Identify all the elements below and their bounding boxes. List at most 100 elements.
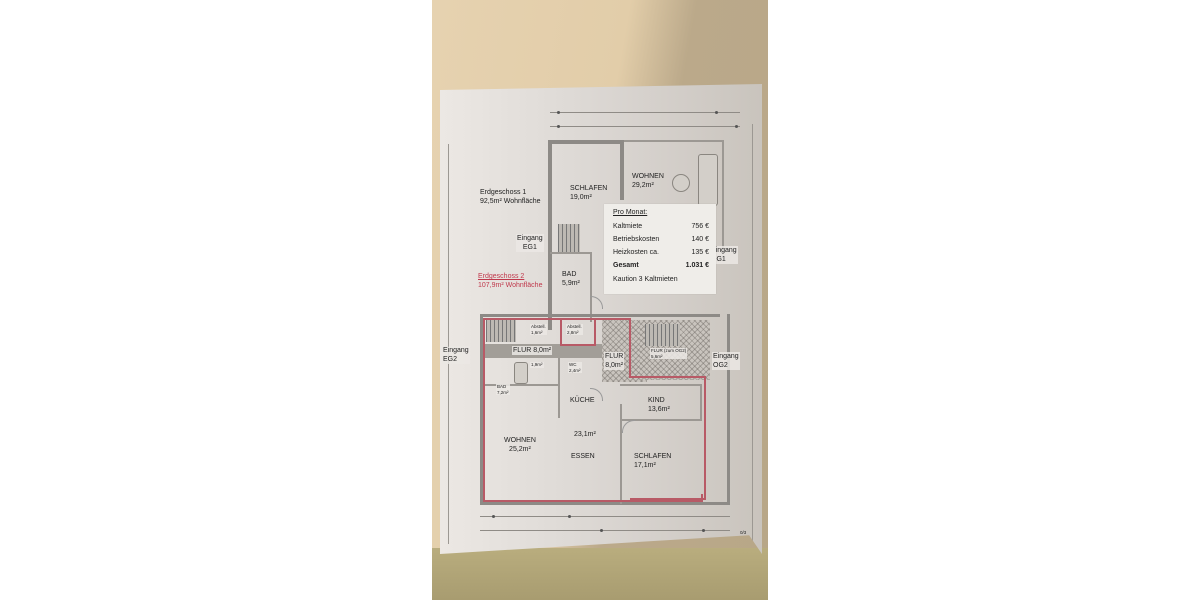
wall <box>624 140 724 142</box>
room-schlafen-lower: SCHLAFEN 17,1m² <box>634 452 671 470</box>
room-wohnen-lower: WOHNEN 25,2m² <box>504 436 536 454</box>
eg2-outline <box>596 318 631 378</box>
entrance-eg1-line2: EG1 <box>522 244 537 251</box>
table-fixture <box>672 174 690 192</box>
pricing-row-betriebskosten: Betriebskosten 140 € <box>613 236 709 243</box>
room-area: 5,6m² <box>651 353 663 359</box>
entrance-og2-label: Eingang OG2 <box>712 352 740 370</box>
room-area: 25,2m² <box>509 446 531 453</box>
door-arc <box>590 296 603 309</box>
room-name: BAD <box>562 271 577 278</box>
floor-plan-paper: Erdgeschoss 1 92,5m² Wohnfläche Erdgesch… <box>440 84 762 554</box>
pricing-value: 135 € <box>691 249 709 256</box>
room-kueche: KÜCHE <box>570 396 595 405</box>
room-flur-2: FLUR 8,0m² <box>604 352 625 370</box>
floor-eg1-label: Erdgeschoss 1 92,5m² Wohnfläche <box>480 188 541 206</box>
room-name: FLUR 8,0m² <box>513 347 552 354</box>
entrance-eg2-label: Eingang EG2 <box>442 346 470 364</box>
eg2-outline <box>560 318 596 346</box>
room-abstell-2: Abstell. 2,8m² <box>566 324 583 335</box>
room-flur-og2: FLUR (zum OG2) 5,6m² <box>650 348 688 359</box>
room-area: 19,0m² <box>570 194 592 201</box>
eg2-outline <box>630 376 706 500</box>
room-kind: KIND 13,6m² <box>648 396 670 414</box>
pricing-label: Betriebskosten <box>613 236 660 243</box>
room-name: BAD <box>497 384 507 389</box>
room-area: 13,6m² <box>648 406 670 413</box>
pricing-title: Pro Monat: <box>613 209 648 216</box>
wall <box>722 140 724 250</box>
wall <box>480 314 483 504</box>
bathtub-fixture <box>514 362 528 384</box>
entrance-og2-line1: Eingang <box>713 353 739 360</box>
room-name: SCHLAFEN <box>570 185 608 192</box>
pricing-value: 1.031 € <box>685 262 709 269</box>
room-area: 17,1m² <box>634 462 656 469</box>
entrance-eg2-line2: EG2 <box>443 356 458 363</box>
floor-plan: Erdgeschoss 1 92,5m² Wohnfläche Erdgesch… <box>440 84 762 554</box>
dimension-tick <box>492 515 495 518</box>
wall <box>558 358 560 418</box>
floor-eg1-title: Erdgeschoss 1 <box>480 189 527 196</box>
pricing-label: Heizkosten ca. <box>613 249 659 256</box>
photo: Erdgeschoss 1 92,5m² Wohnfläche Erdgesch… <box>432 0 768 600</box>
entrance-eg1-line1: Eingang <box>517 235 543 242</box>
page-marker: 0/3 <box>740 530 747 535</box>
dimension-tick <box>557 111 560 114</box>
room-area: 2,4m² <box>569 367 581 373</box>
wall <box>484 384 558 386</box>
room-bad-upper: BAD 5,9m² <box>562 270 580 288</box>
table-surface <box>432 548 768 600</box>
wall <box>620 140 624 200</box>
room-area: 7,2m² <box>497 389 509 395</box>
pricing-label: Gesamt <box>613 262 639 269</box>
wall <box>620 404 622 504</box>
dimension-tick <box>702 529 705 532</box>
room-area: 1,9m² <box>531 362 543 367</box>
wall <box>727 314 730 504</box>
floor-eg2-title: Erdgeschoss 2 <box>478 273 525 280</box>
room-area: 8,0m² <box>605 362 624 369</box>
room-name: WOHNEN <box>632 173 664 180</box>
door-arc <box>590 388 603 401</box>
room-name: ESSEN <box>571 453 595 460</box>
room-abstell-1: Abstell. 1,6m² <box>530 324 547 335</box>
room-essen: ESSEN <box>571 452 595 461</box>
pricing-row-kaltmiete: Kaltmiete 756 € <box>613 223 709 230</box>
pricing-card: Pro Monat: Kaltmiete 756 € Betriebskoste… <box>604 204 716 294</box>
room-area: 2,8m² <box>567 329 579 335</box>
pricing-row-gesamt: Gesamt 1.031 € <box>613 262 709 269</box>
entrance-og2-line2: OG2 <box>713 362 728 369</box>
room-wohnen-upper: WOHNEN 29,2m² <box>632 172 664 190</box>
stairs-og2 <box>645 324 680 346</box>
room-flur-main: FLUR 8,0m² <box>512 346 553 355</box>
room-schlafen-upper: SCHLAFEN 19,0m² <box>570 184 607 202</box>
room-name: FLUR (zum OG2) <box>651 348 687 353</box>
wall <box>620 419 700 421</box>
entrance-eg2-line1: Eingang <box>443 347 469 354</box>
entrance-og1-label: Eingang OG1 <box>710 246 738 264</box>
pricing-row-heizkosten: Heizkosten ca. 135 € <box>613 249 709 256</box>
hatched-area <box>602 320 647 382</box>
room-name: KÜCHE <box>570 397 595 404</box>
pricing-label: Kaltmiete <box>613 223 643 230</box>
stairs <box>558 224 580 252</box>
dimension-line <box>550 126 740 127</box>
entrance-eg1-label: Eingang EG1 <box>516 234 544 252</box>
wall <box>548 140 552 330</box>
wall <box>550 252 590 254</box>
dimension-line-vertical <box>752 124 753 544</box>
room-name: WOHNEN <box>504 437 536 444</box>
floor-eg2-area: 107,9m² Wohnfläche <box>478 282 543 289</box>
wall <box>700 384 702 421</box>
dimension-line <box>550 112 740 113</box>
room-area: 29,2m² <box>632 182 654 189</box>
dimension-line <box>480 530 730 531</box>
wall <box>590 252 592 322</box>
pricing-value: 140 € <box>691 236 709 243</box>
room-wc: WC 2,4m² <box>568 362 582 373</box>
dimension-tick <box>557 125 560 128</box>
wall <box>620 384 700 386</box>
dimension-tick <box>600 529 603 532</box>
dimension-tick <box>568 515 571 518</box>
